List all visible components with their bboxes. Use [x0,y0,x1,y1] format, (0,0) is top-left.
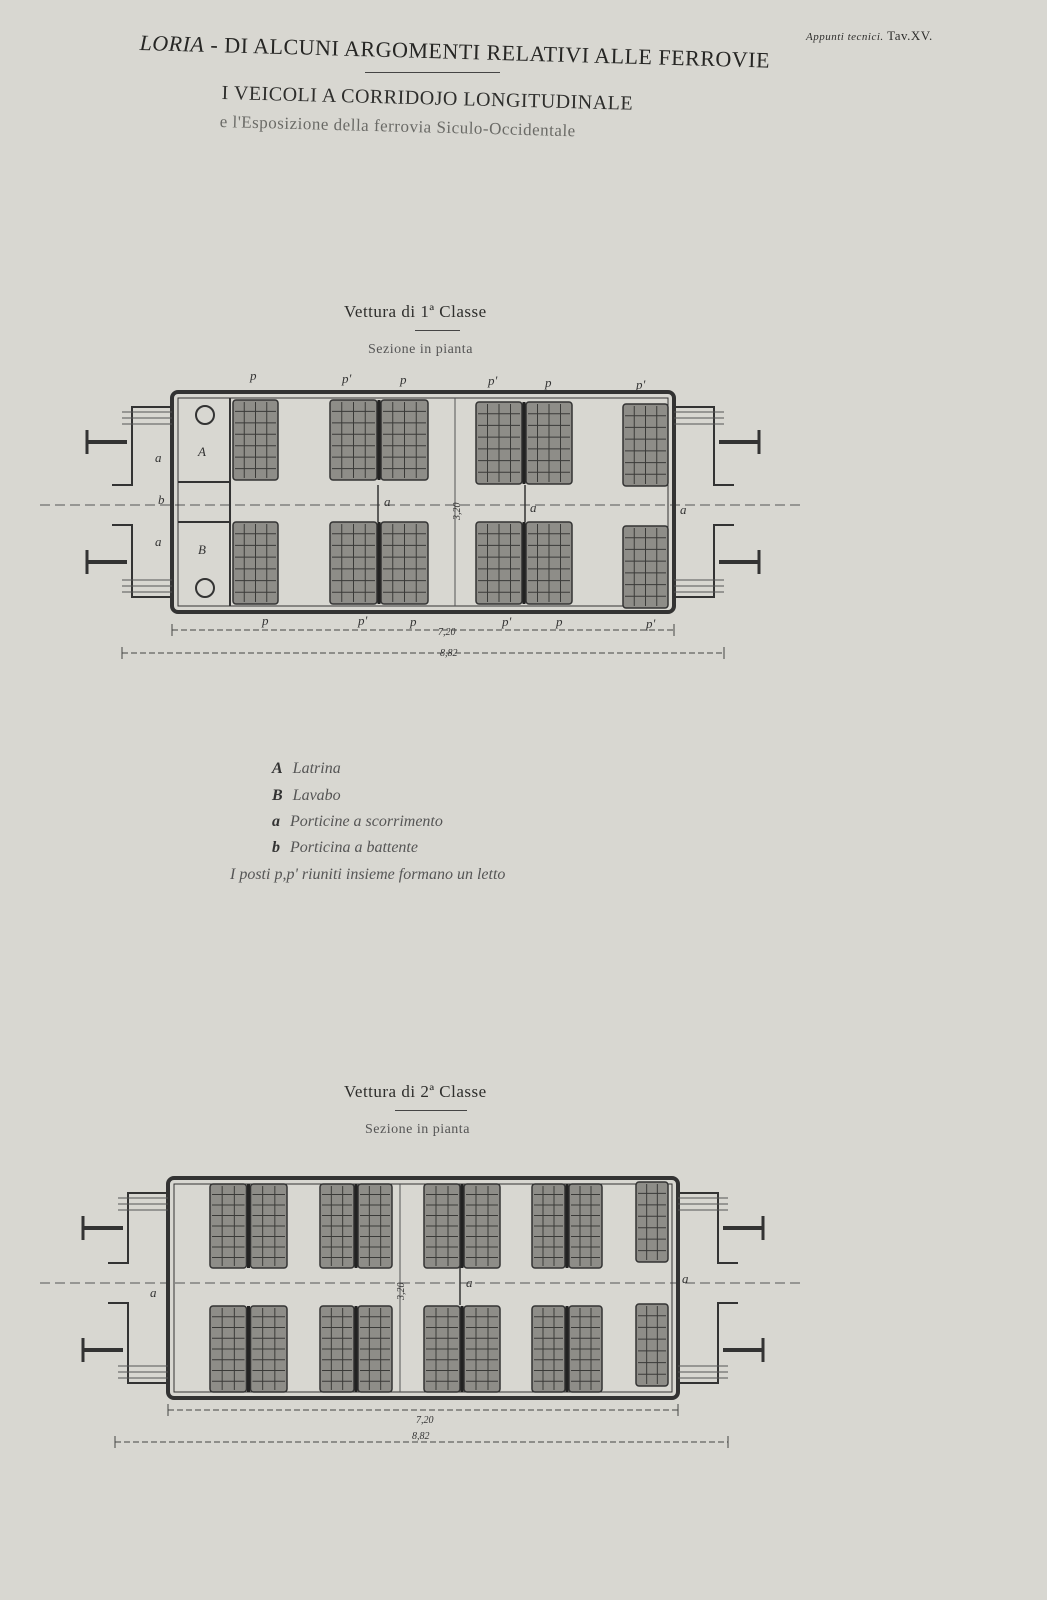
seat-label: p' [487,373,498,388]
car2-plan [40,1176,800,1448]
car1-body-length: 7,20 [438,627,456,638]
door-a-label: a [150,1285,157,1300]
seat-label: p [555,614,563,629]
door-a-label: a [384,494,391,509]
legend-item: A Latrina [272,760,341,778]
plate-number: Appunti tecnici. Tav.XV. [806,28,933,44]
car2-title-rule [395,1110,467,1111]
car-inner-wall [177,397,669,607]
legend-key: b [272,839,280,856]
seat-label: p [544,375,552,390]
title-rule [365,72,500,73]
door-a-label: a [680,502,687,517]
legend-key: A [272,760,283,777]
door-a-label: a [530,500,537,515]
legend-item: B Lavabo [272,787,341,805]
car2-title: Vettura di 2ª Classe [344,1082,487,1101]
car1-section: Sezione in pianta [368,342,473,357]
seat-label: p [261,613,269,628]
legend-text: Porticine a scorrimento [290,813,443,830]
car2-width: 3,20 [396,1283,407,1302]
seat-label: p [399,372,407,387]
plan-labels: A B a a b a a a p p' p p' p p' p p' p p'… [150,368,689,1442]
legend-text: Lavabo [292,787,341,804]
car1-plan [40,390,800,659]
door-b-label: b [158,492,165,507]
door-a-label: a [682,1271,689,1286]
legend-item: a Porticine a scorrimento [272,813,443,831]
seat-cushion [635,1303,669,1387]
car2-total-length: 8,82 [412,1431,430,1442]
washbasin-icon [195,578,215,598]
car-inner-wall [173,1183,673,1393]
seat-label: p' [341,371,352,386]
car2-section: Sezione in pianta [365,1122,470,1137]
room-b-label: B [198,542,206,557]
end-platform [112,406,172,598]
car1-title: Vettura di 1ª Classe [344,302,487,321]
door-a-label: a [155,534,162,549]
car1-total-length: 8,82 [440,648,458,659]
door-a-label: a [466,1275,473,1290]
legend-key: a [272,813,280,830]
car-body [166,1176,680,1400]
series-name: Appunti tecnici. [806,31,884,43]
end-platform [108,1192,168,1384]
legend-text: Latrina [292,760,341,777]
car1-title-rule [415,330,460,331]
legend-key: B [272,787,283,804]
end-platform [678,1192,738,1384]
seat-cushion [635,1181,669,1263]
seat-label: p' [635,377,646,392]
legend-text: Porticina a battente [290,839,418,856]
seat-label: p' [501,614,512,629]
end-platform [674,406,734,598]
car2-body-length: 7,20 [416,1415,434,1426]
seat-label: p [409,614,417,629]
seat-label: p' [645,616,656,631]
legend-item: b Porticina a battente [272,839,418,857]
room-a-label: A [197,444,206,459]
car1-width: 3,20 [452,503,463,522]
seat-label: p' [357,613,368,628]
toilet-icon [195,405,215,425]
door-a-label: a [155,450,162,465]
plate-id: Tav.XV. [887,28,933,43]
legend-note: I posti p,p' riuniti insieme formano un … [230,866,506,883]
seat-label: p [249,368,257,383]
car-body [170,390,676,614]
